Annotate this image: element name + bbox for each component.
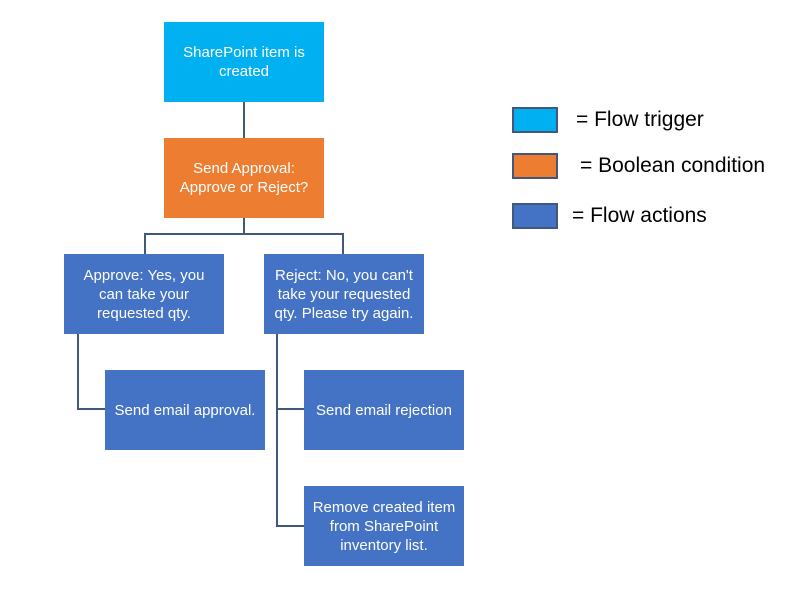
legend-label-trigger: = Flow trigger: [576, 108, 704, 131]
legend-item-trigger: = Flow trigger: [512, 107, 704, 133]
send-email-approval-node[interactable]: Send email approval.: [105, 370, 265, 450]
connector-reject-to-actions: [276, 334, 304, 527]
connector-condition-to-branches: [144, 218, 344, 254]
connector-approve-to-email: [77, 334, 105, 410]
approval-condition-node[interactable]: Send Approval: Approve or Reject?: [164, 138, 324, 218]
approval-condition-label: Send Approval: Approve or Reject?: [179, 160, 309, 196]
approve-branch-label: Approve: Yes, you can take your requeste…: [83, 266, 205, 322]
legend-label-actions: = Flow actions: [572, 204, 707, 227]
legend-item-condition: = Boolean condition: [512, 153, 765, 179]
remove-item-label: Remove created item from SharePoint inve…: [312, 498, 456, 554]
reject-branch-label: Reject: No, you can't take your requeste…: [274, 266, 414, 322]
reject-branch-node[interactable]: Reject: No, you can't take your requeste…: [264, 254, 424, 334]
legend-swatch-trigger: [512, 107, 558, 133]
legend-item-actions: = Flow actions: [512, 203, 707, 229]
legend-label-condition: = Boolean condition: [580, 154, 766, 177]
approve-branch-node[interactable]: Approve: Yes, you can take your requeste…: [64, 254, 224, 334]
flow-trigger-label: SharePoint item is created: [183, 44, 305, 80]
remove-item-node[interactable]: Remove created item from SharePoint inve…: [304, 486, 464, 566]
legend-swatch-actions: [512, 203, 558, 229]
send-email-rejection-label: Send email rejection: [316, 401, 452, 419]
send-email-rejection-node[interactable]: Send email rejection: [304, 370, 464, 450]
send-email-approval-label: Send email approval.: [114, 401, 256, 419]
flow-trigger-node[interactable]: SharePoint item is created: [164, 22, 324, 102]
legend-swatch-condition: [512, 153, 558, 179]
